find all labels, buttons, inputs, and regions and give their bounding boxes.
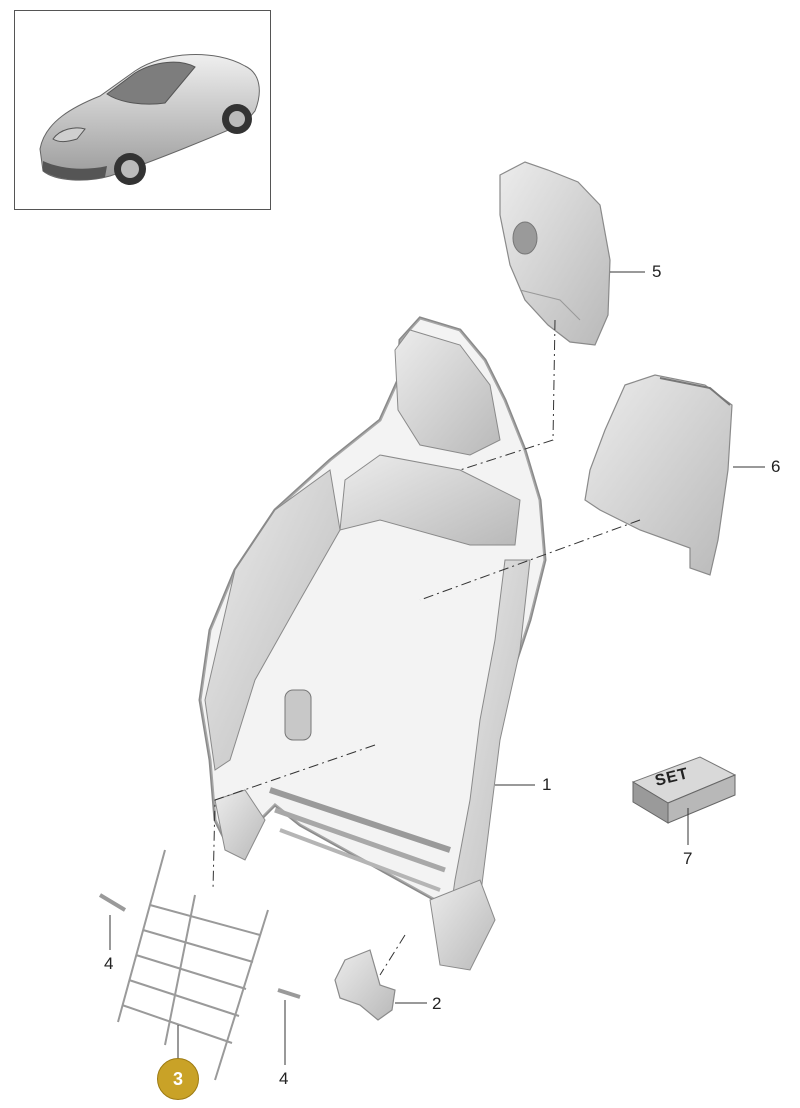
callout-4-right: 4 (279, 1069, 289, 1088)
callout-1: 1 (542, 775, 552, 794)
callout-3-highlight-badge[interactable]: 3 (157, 1058, 199, 1100)
callout-7: 7 (683, 849, 693, 868)
car-thumbnail-illustration (39, 54, 260, 185)
vehicle-thumbnail-frame (14, 10, 271, 210)
part-7-set-box (631, 756, 737, 824)
callout-6: 6 (771, 457, 781, 476)
part-1-backrest-frame (198, 316, 547, 971)
part-5-upper-backrest-panel (499, 161, 611, 346)
part-2-small-bracket (334, 949, 396, 1021)
part-4-tension-spring-right (277, 988, 301, 999)
part-4-tension-spring-left (98, 893, 127, 912)
part-3-spring-mat (117, 849, 269, 1081)
callout-2: 2 (432, 994, 442, 1013)
construction-lines (212, 319, 641, 976)
leader-lines (109, 271, 765, 1065)
part-6-rear-backrest-panel (584, 374, 733, 576)
callout-4-left: 4 (104, 954, 114, 973)
callout-5: 5 (652, 262, 662, 281)
